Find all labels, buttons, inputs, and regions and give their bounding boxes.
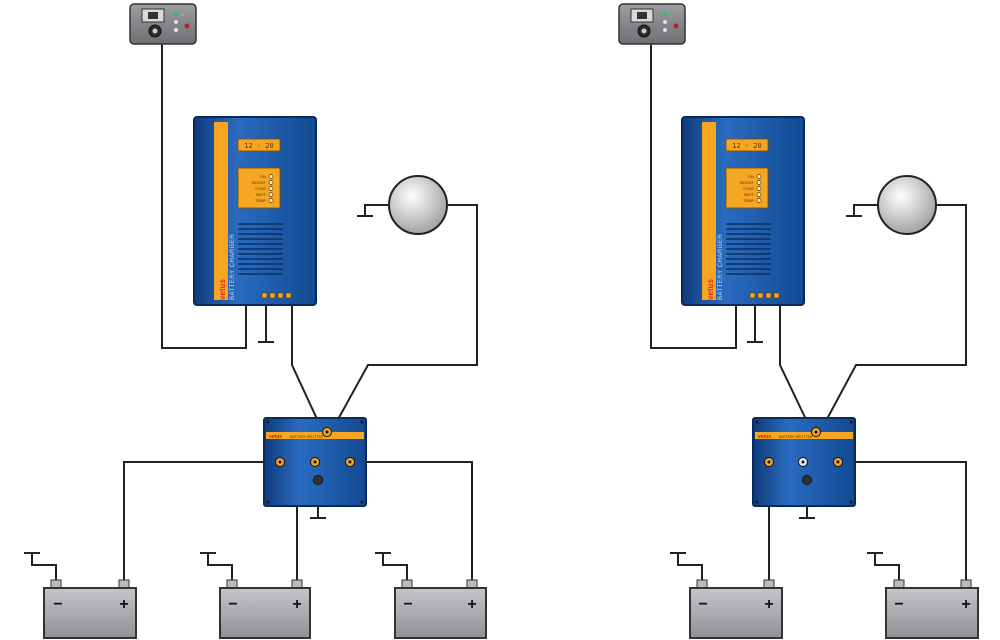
system-right: 12 - 20 ON BOOST FUSE BATT TEMP <box>618 3 979 639</box>
battery-charger: 12 - 20 ON BOOST FUSE BATT TEMP <box>681 116 805 306</box>
remote-panel-icon <box>618 3 686 45</box>
charger-vents <box>238 223 283 275</box>
charger-terminals <box>261 292 292 299</box>
charger-label: BATTERY CHARGER <box>230 234 236 300</box>
battery-splitter: vetus BATTERY SPLITTER <box>752 417 856 507</box>
charger-display: 12 - 20 <box>244 142 274 150</box>
led-label: TEMP <box>255 198 266 203</box>
led-label: ON <box>748 174 754 179</box>
alternator-icon <box>388 175 448 235</box>
led-label: BOOST <box>740 180 755 185</box>
led-label: TEMP <box>743 198 754 203</box>
charger-brand: vetus <box>218 279 227 300</box>
charger-terminals <box>749 292 780 299</box>
battery-icon: − + <box>219 579 311 639</box>
battery-minus: − <box>228 596 237 613</box>
charger-display: 12 - 20 <box>732 142 762 150</box>
battery-minus: − <box>894 596 903 613</box>
battery-charger: 12 - 20 ON BOOST FUSE BATT TEMP <box>193 116 317 306</box>
battery-icon: − + <box>689 579 783 639</box>
battery-plus: + <box>119 596 128 613</box>
led-label: BOOST <box>252 180 267 185</box>
charger-label: BATTERY CHARGER <box>718 234 724 300</box>
battery-icon: − + <box>43 579 137 639</box>
led-label: BATT <box>256 192 266 197</box>
wires-left <box>24 40 478 583</box>
led-label: FUSE <box>743 186 754 191</box>
svg-text:▪: ▪ <box>182 12 184 17</box>
battery-icon: − + <box>394 579 487 639</box>
battery-minus: − <box>698 596 707 613</box>
led-label: BATT <box>744 192 754 197</box>
system-left: ▪ 12 - 20 ON BOOST FUSE BATT TEMP <box>24 3 487 639</box>
splitter-label: BATTERY SPLITTER <box>290 435 324 439</box>
splitter-label: BATTERY SPLITTER <box>779 435 813 439</box>
battery-plus: + <box>764 596 773 613</box>
charger-vents <box>726 223 771 275</box>
charger-led-list: ON BOOST FUSE BATT TEMP <box>740 174 762 203</box>
battery-plus: + <box>467 596 476 613</box>
battery-plus: + <box>961 596 970 613</box>
battery-plus: + <box>292 596 301 613</box>
battery-splitter: vetus BATTERY SPLITTER <box>263 417 367 507</box>
charger-brand: vetus <box>706 279 715 300</box>
battery-icon: − + <box>885 579 979 639</box>
battery-minus: − <box>53 596 62 613</box>
splitter-brand: vetus <box>269 434 282 440</box>
alternator-icon <box>877 175 937 235</box>
battery-minus: − <box>403 596 412 613</box>
led-label: ON <box>260 174 266 179</box>
led-label: FUSE <box>255 186 266 191</box>
remote-panel-icon: ▪ <box>129 3 197 45</box>
splitter-brand: vetus <box>758 434 771 440</box>
wires-right <box>650 40 967 583</box>
charger-led-list: ON BOOST FUSE BATT TEMP <box>252 174 274 203</box>
